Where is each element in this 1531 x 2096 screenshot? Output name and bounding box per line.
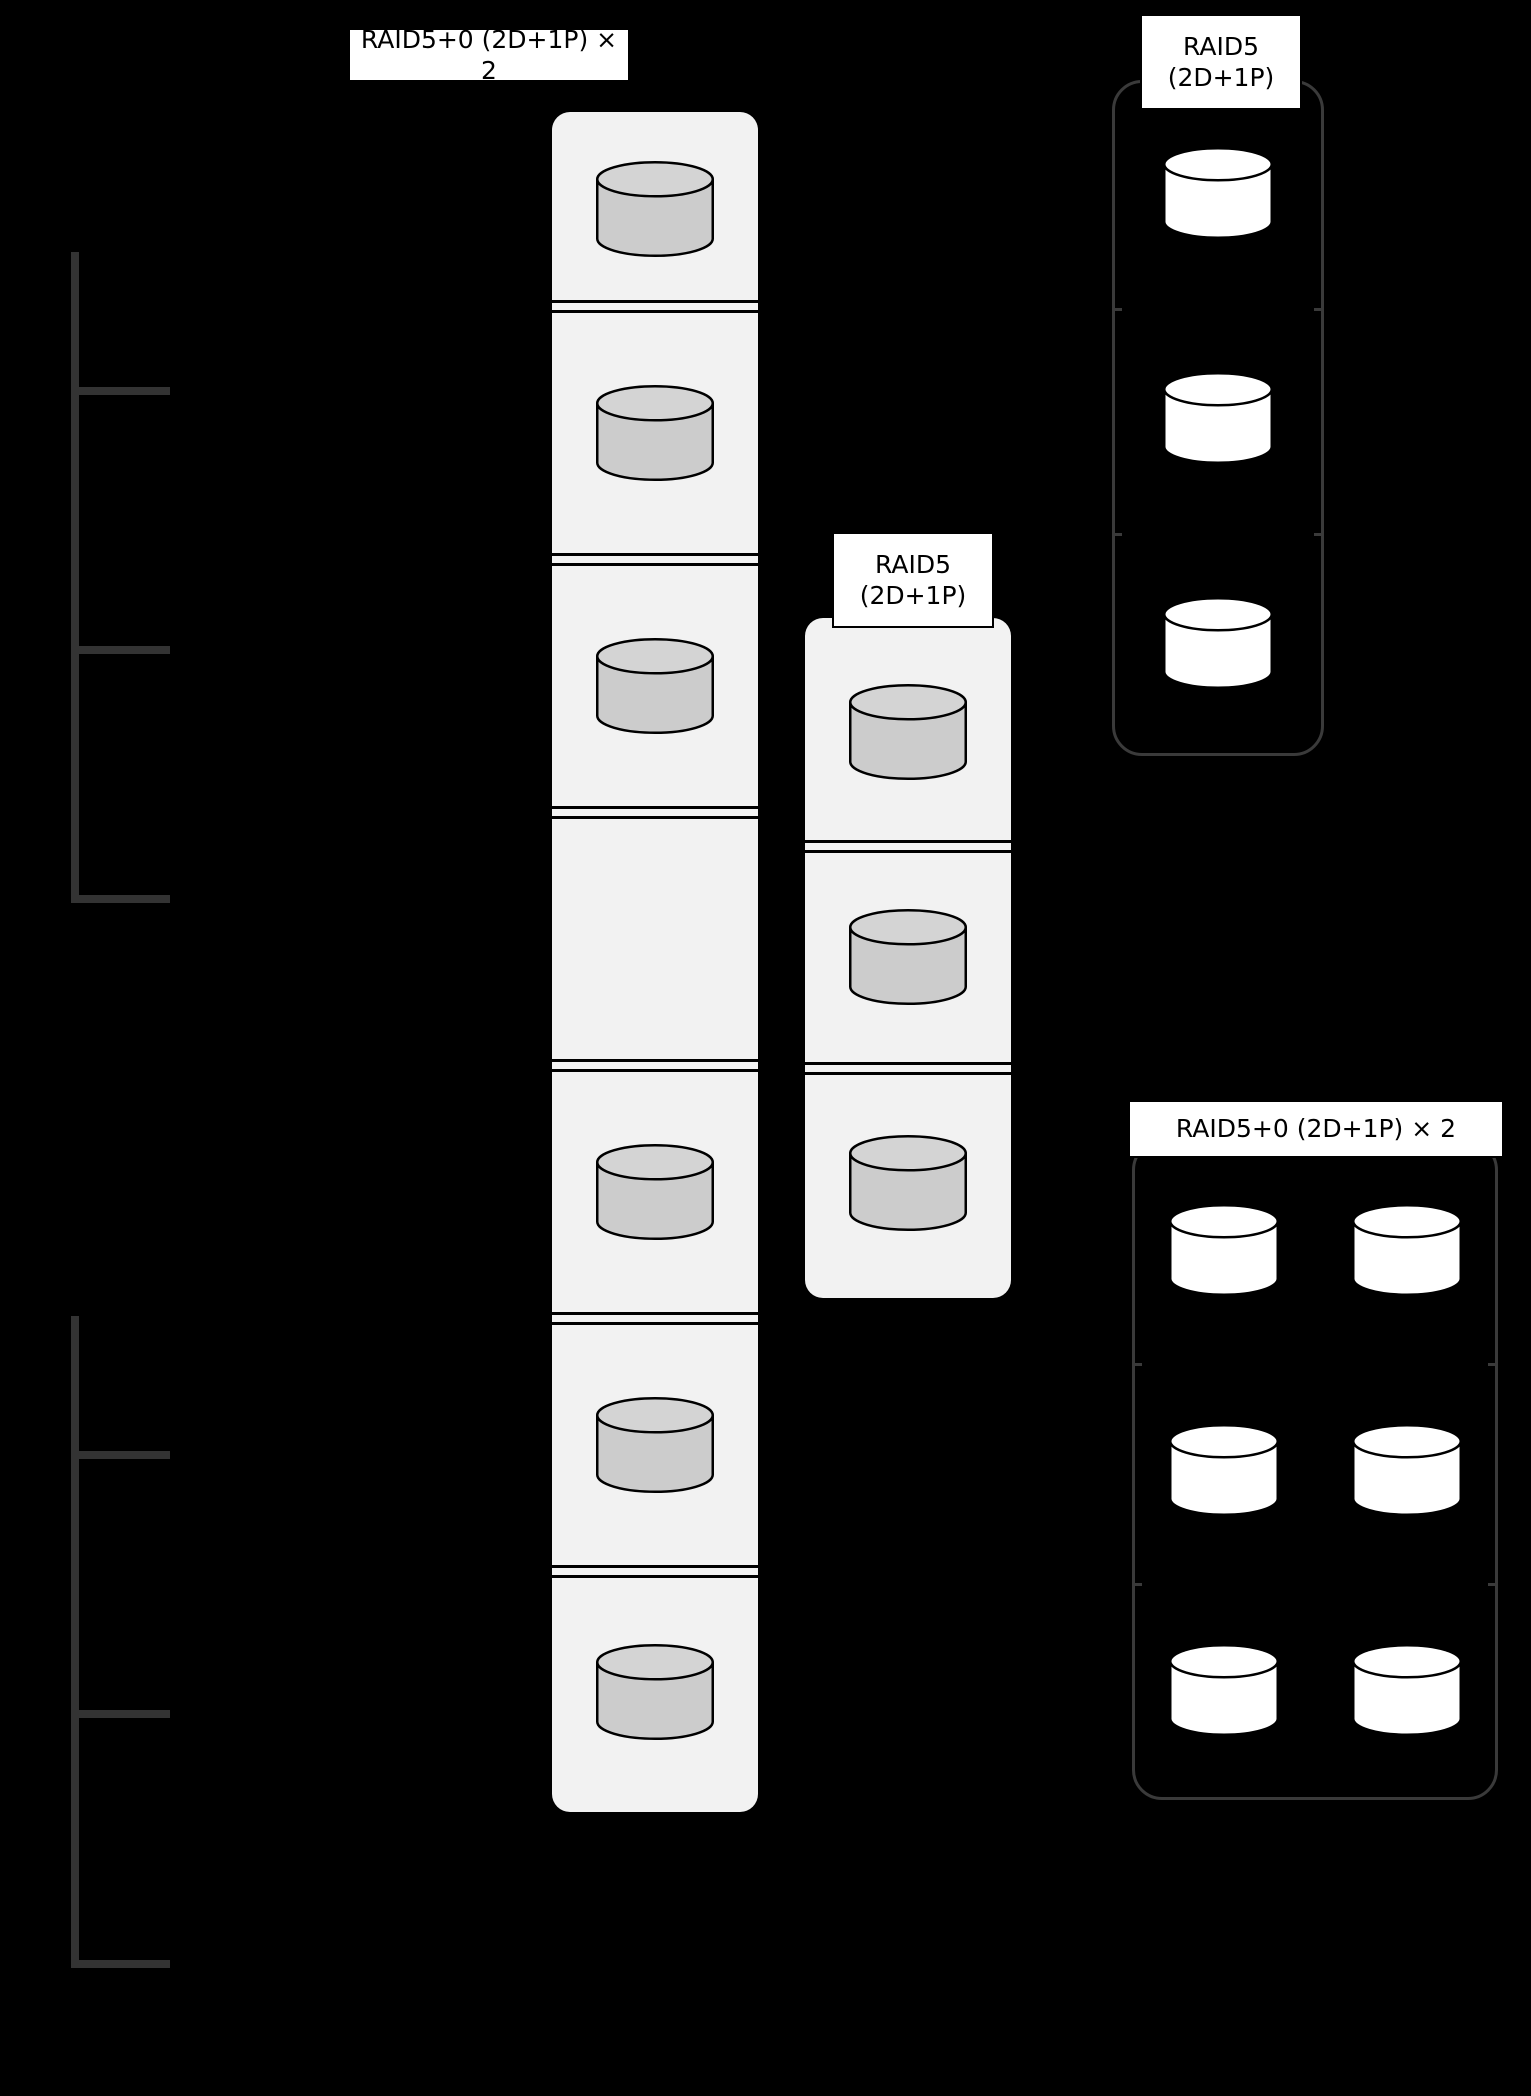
group-separator-nub bbox=[1488, 1363, 1498, 1366]
disk-cylinder-icon bbox=[596, 1396, 714, 1493]
bracket-tick bbox=[71, 646, 170, 654]
disk-cylinder-icon bbox=[1351, 1424, 1462, 1516]
pool-separator bbox=[805, 840, 1011, 843]
group-separator-nub bbox=[1112, 308, 1122, 311]
disk-cylinder-icon bbox=[1351, 1204, 1462, 1296]
chip-group-bottom: RAID5+0 (2D+1P) × 2 bbox=[1128, 1100, 1504, 1158]
pool-separator bbox=[552, 553, 758, 556]
disk-cylinder-icon bbox=[596, 637, 714, 734]
disk-cylinder-icon bbox=[1163, 146, 1273, 239]
pool-separator bbox=[552, 1312, 758, 1315]
group-separator-nub bbox=[1314, 308, 1324, 311]
pool-separator bbox=[552, 1322, 758, 1325]
pool-separator bbox=[552, 1565, 758, 1568]
group-separator-nub bbox=[1112, 533, 1122, 536]
chip-pool-secondary: RAID5 (2D+1P) bbox=[832, 532, 994, 628]
disk-cylinder-icon bbox=[1163, 597, 1273, 690]
pool-separator bbox=[552, 816, 758, 819]
pool-separator bbox=[552, 1069, 758, 1072]
pool-separator bbox=[805, 850, 1011, 853]
group-separator-nub bbox=[1132, 1363, 1142, 1366]
bracket-tick bbox=[71, 1451, 170, 1459]
disk-cylinder-icon bbox=[1351, 1644, 1462, 1736]
bracket-tick bbox=[71, 1710, 170, 1718]
group-separator-nub bbox=[1314, 533, 1324, 536]
disk-cylinder-icon bbox=[849, 684, 967, 780]
pool-separator bbox=[552, 563, 758, 566]
disk-cylinder-icon bbox=[1163, 372, 1273, 464]
disk-cylinder-icon bbox=[596, 1143, 714, 1240]
disk-cylinder-icon bbox=[849, 1135, 967, 1231]
disk-cylinder-icon bbox=[1168, 1204, 1279, 1296]
pool-separator bbox=[552, 806, 758, 809]
bracket-tick bbox=[71, 895, 170, 903]
pool-separator bbox=[552, 300, 758, 303]
chip-group-top: RAID5 (2D+1P) bbox=[1140, 14, 1302, 110]
disk-cylinder-icon bbox=[596, 161, 714, 257]
pool-main bbox=[552, 112, 758, 1812]
disk-cylinder-icon bbox=[596, 1643, 714, 1740]
group-separator-nub bbox=[1132, 1583, 1142, 1586]
disk-cylinder-icon bbox=[849, 909, 967, 1005]
pool-separator bbox=[552, 1575, 758, 1578]
disk-cylinder-icon bbox=[596, 384, 714, 481]
chip-pool-main: RAID5+0 (2D+1P) × 2 bbox=[348, 25, 630, 85]
pool-separator bbox=[805, 1062, 1011, 1065]
pool-separator bbox=[552, 310, 758, 313]
bracket-spine bbox=[71, 1316, 79, 1968]
pool-separator bbox=[552, 1059, 758, 1062]
bracket-upper bbox=[71, 252, 178, 903]
disk-cylinder-icon bbox=[1168, 1424, 1279, 1516]
bracket-tick bbox=[71, 1960, 170, 1968]
disk-cylinder-icon bbox=[1168, 1644, 1279, 1736]
bracket-lower bbox=[71, 1316, 178, 1968]
bracket-spine bbox=[71, 252, 79, 903]
bracket-tick bbox=[71, 387, 170, 395]
pool-separator bbox=[805, 1072, 1011, 1075]
group-separator-nub bbox=[1488, 1583, 1498, 1586]
